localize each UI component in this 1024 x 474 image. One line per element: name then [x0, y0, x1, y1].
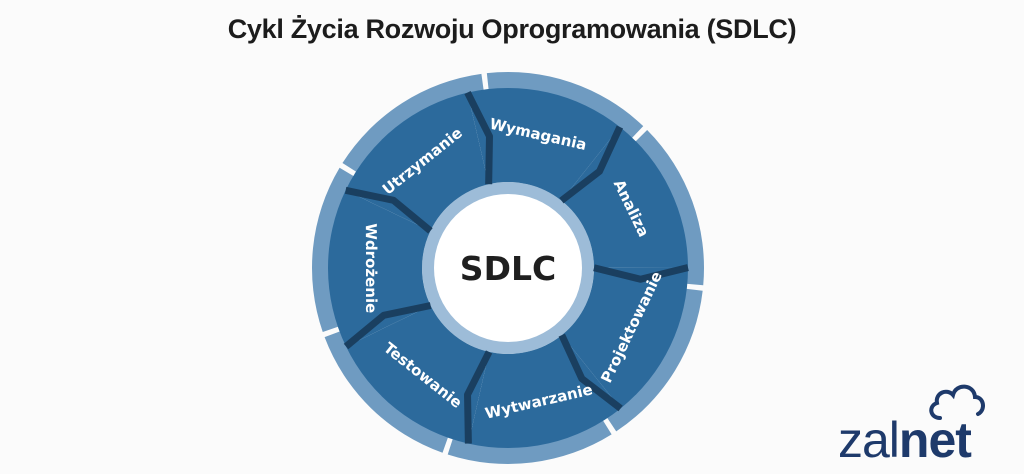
segment-dividers: [343, 91, 689, 444]
phase-segment-2: [561, 267, 688, 409]
logo-text: zalnet: [838, 412, 972, 468]
phase-segment-4: [346, 305, 490, 444]
logo-text-part1: zal: [838, 412, 900, 468]
segment-divider-6: [344, 186, 433, 234]
segment-divider-5: [343, 302, 432, 350]
outer-band-5: [312, 167, 357, 332]
segment-divider-4: [464, 350, 493, 444]
phase-label-5: Wdrożenie: [362, 223, 380, 313]
segment-divider-3: [558, 333, 623, 412]
segment-divider-0: [464, 91, 493, 185]
phase-segment-1: [561, 126, 688, 268]
diagram-title: Cykl Życia Rozwoju Oprogramowania (SDLC): [227, 14, 797, 44]
center-label: SDLC: [460, 249, 556, 288]
center-hub: [434, 194, 582, 342]
phase-segment-0: [467, 88, 620, 201]
segment-divider-2: [593, 264, 689, 283]
outer-band-3: [447, 417, 612, 464]
zalnet-logo: zalnet: [838, 378, 1018, 470]
cloud-icon: [929, 384, 985, 420]
logo-text-part2: net: [898, 412, 972, 468]
phase-segment-3: [468, 335, 621, 448]
inner-ring: [422, 182, 594, 354]
segment-divider-1: [559, 125, 624, 204]
